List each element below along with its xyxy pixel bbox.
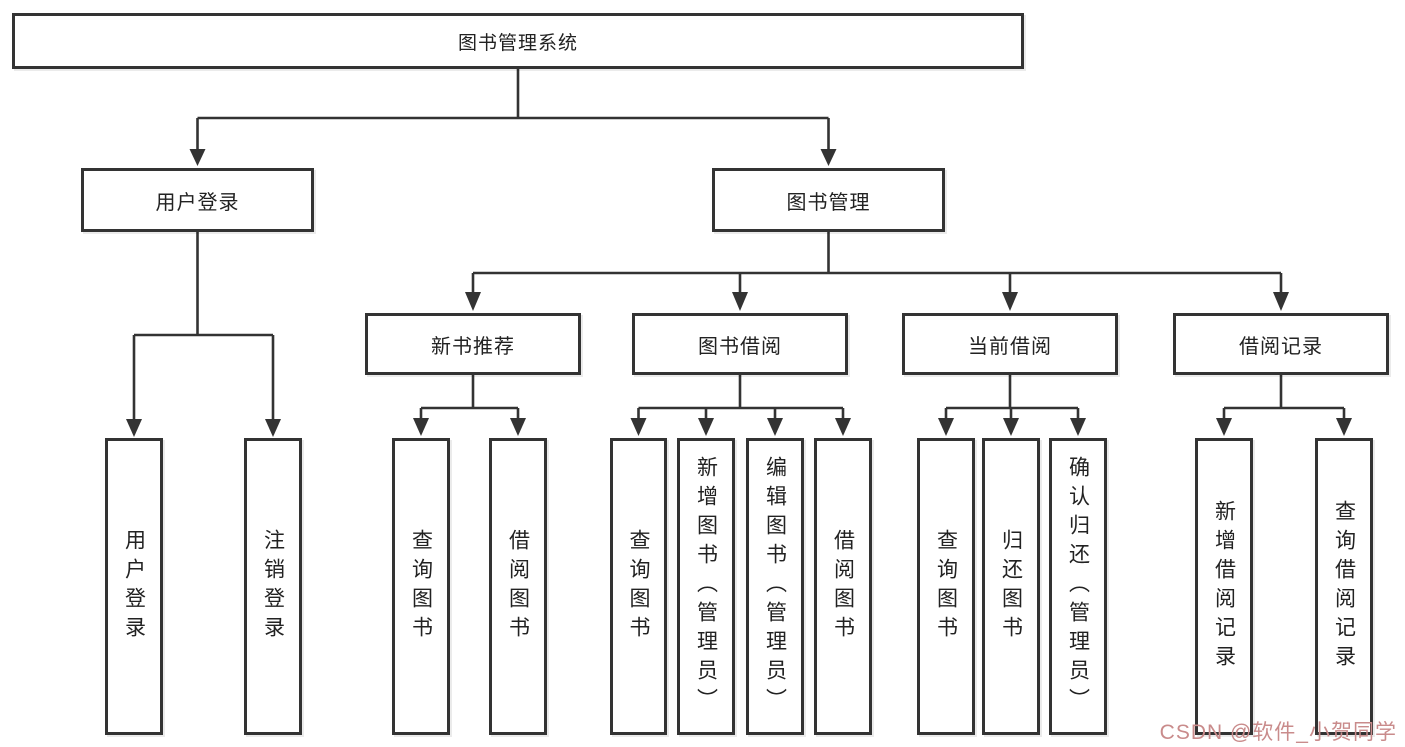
arrowhead-down-icon: [767, 418, 783, 436]
leaf-borrow-books: 借阅图书: [489, 438, 547, 735]
leaf-label: 借阅图书: [831, 528, 855, 645]
leaf-query-books: 查询图书: [392, 438, 450, 735]
arrowhead-down-icon: [1336, 418, 1352, 436]
connector-current-borrow-fork: [938, 375, 1086, 436]
node-book-management: 图书管理: [712, 168, 945, 232]
node-label: 图书管理系统: [457, 32, 578, 54]
node-book-borrow: 图书借阅: [632, 313, 848, 375]
arrowhead-down-icon: [1070, 418, 1086, 436]
leaf-label: 确认归还（管理员）: [1066, 456, 1090, 717]
leaf-label: 查询借阅记录: [1332, 499, 1356, 674]
node-new-book-recommend: 新书推荐: [365, 313, 581, 375]
node-root: 图书管理系统: [12, 13, 1024, 69]
node-label: 图书管理: [786, 191, 871, 214]
node-label: 借阅记录: [1239, 335, 1323, 358]
leaf-label: 注销登录: [261, 528, 285, 645]
arrowhead-down-icon: [126, 419, 142, 437]
leaf-label: 编辑图书（管理员）: [763, 456, 787, 717]
arrowhead-down-icon: [265, 419, 281, 437]
leaf-query-books: 查询图书: [917, 438, 975, 735]
node-user-login: 用户登录: [81, 168, 314, 232]
connector-new-book-fork: [413, 375, 526, 436]
leaf-label: 查询图书: [409, 528, 433, 645]
leaf-label: 归还图书: [999, 528, 1023, 645]
node-label: 用户登录: [155, 191, 240, 214]
arrowhead-down-icon: [465, 292, 481, 311]
leaf-label: 借阅图书: [506, 528, 530, 645]
leaf-query-books: 查询图书: [610, 438, 667, 735]
connector-root-split: [189, 69, 837, 166]
leaf-label: 查询图书: [627, 528, 650, 645]
leaf-label: 新增借阅记录: [1212, 499, 1236, 674]
leaf-label: 用户登录: [122, 528, 146, 645]
leaf-edit-books-admin: 编辑图书（管理员）: [746, 438, 804, 735]
leaf-add-books-admin: 新增图书（管理员）: [677, 438, 735, 735]
arrowhead-down-icon: [698, 418, 714, 436]
arrowhead-down-icon: [1002, 292, 1018, 311]
leaf-add-borrow-record: 新增借阅记录: [1195, 438, 1253, 735]
arrowhead-down-icon: [413, 418, 429, 436]
connector-user-login-split: [126, 232, 281, 437]
arrowhead-down-icon: [630, 418, 647, 436]
arrowhead-down-icon: [189, 149, 206, 166]
arrowhead-down-icon: [820, 149, 837, 166]
arrowhead-down-icon: [1273, 292, 1289, 311]
arrowhead-down-icon: [835, 418, 851, 436]
leaf-logout: 注销登录: [244, 438, 302, 735]
leaf-borrow-books: 借阅图书: [814, 438, 872, 735]
leaf-label: 查询图书: [934, 528, 958, 645]
node-label: 图书借阅: [698, 335, 782, 358]
arrowhead-down-icon: [732, 292, 748, 311]
connector-borrow-records-fork: [1216, 375, 1352, 436]
arrowhead-down-icon: [1003, 418, 1019, 436]
node-current-borrow: 当前借阅: [902, 313, 1118, 375]
leaf-return-books: 归还图书: [982, 438, 1040, 735]
connector-book-mgmt-split: [465, 232, 1289, 311]
watermark: CSDN @软件_小贺同学: [1159, 721, 1397, 744]
leaf-confirm-return-admin: 确认归还（管理员）: [1049, 438, 1107, 735]
connector-book-borrow-fork: [630, 375, 851, 436]
leaf-label: 新增图书（管理员）: [694, 456, 718, 717]
leaf-user-login: 用户登录: [105, 438, 163, 735]
node-label: 当前借阅: [968, 335, 1052, 358]
arrowhead-down-icon: [510, 418, 526, 436]
node-borrow-records: 借阅记录: [1173, 313, 1389, 375]
node-label: 新书推荐: [431, 335, 515, 358]
leaf-query-borrow-record: 查询借阅记录: [1315, 438, 1373, 735]
arrowhead-down-icon: [1216, 418, 1232, 436]
arrowhead-down-icon: [938, 418, 954, 436]
